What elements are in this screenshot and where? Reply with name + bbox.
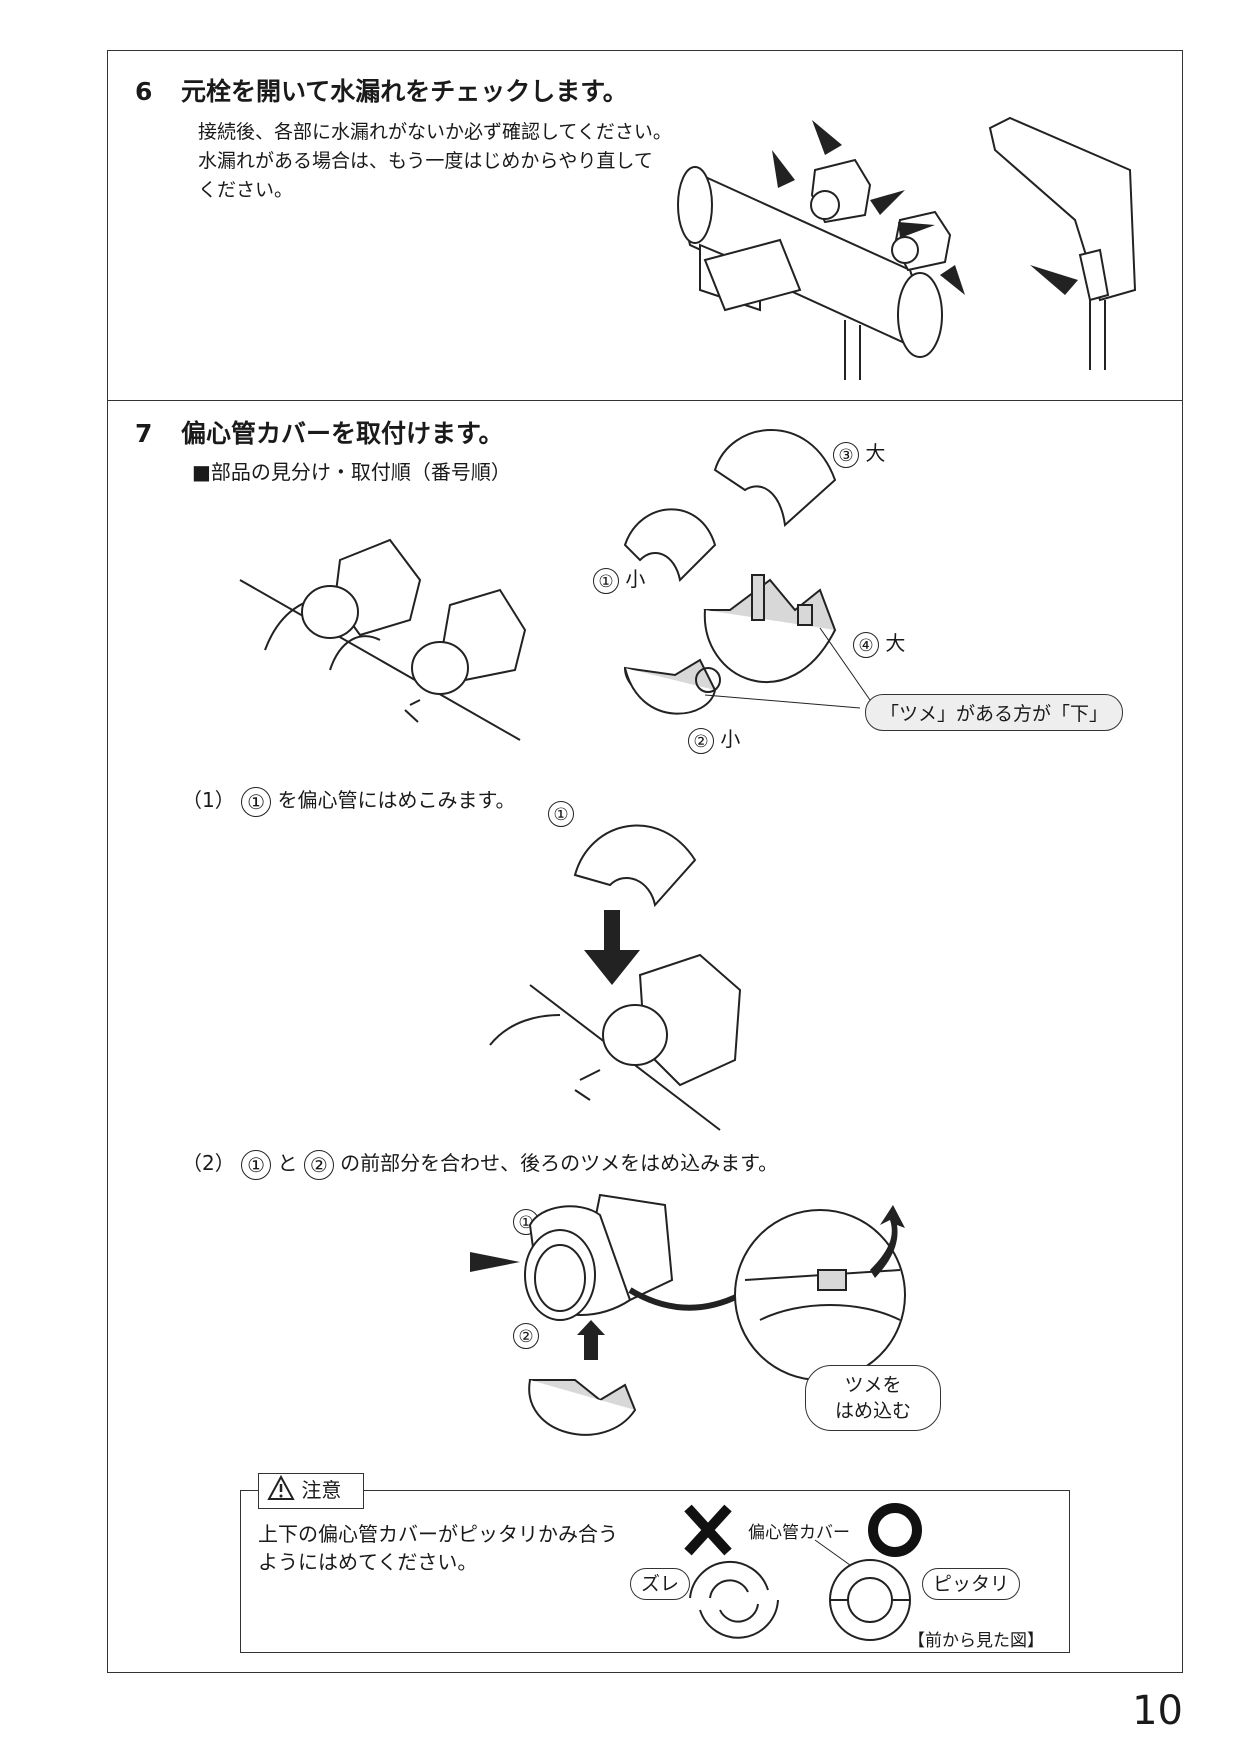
part-number: ④ — [853, 631, 879, 658]
caution-text-line: ようにはめてください。 — [258, 1550, 478, 1574]
caution-text-line: 上下の偏心管カバーがピッタリかみ合う — [258, 1522, 618, 1546]
step6-title: 6 元栓を開いて水漏れをチェックします。 — [135, 72, 628, 108]
substep2-text: （2） ① と ② の前部分を合わせ、後ろのツメをはめ込みます。 — [182, 1147, 778, 1180]
part-size: 小 — [720, 727, 741, 751]
cover-part-label: 偏心管カバー — [748, 1523, 850, 1543]
part-size: 大 — [885, 631, 906, 655]
substep1-fig-label-wrap: ① — [548, 800, 574, 827]
part-label-3: ③ 大 — [833, 437, 885, 468]
step7-title-text: 偏心管カバーを取付けます。 — [181, 419, 504, 448]
substep2-fig-label-a-wrap: ① — [513, 1208, 539, 1235]
tab-insert-line: はめ込む — [834, 1400, 911, 1422]
substep2-number-b: ② — [303, 1149, 334, 1180]
misaligned-label: ズレ — [630, 1568, 691, 1600]
caution-tag-text: 注意 — [301, 1478, 342, 1502]
substep2-mid: と — [277, 1151, 298, 1175]
step6-body-line: 接続後、各部に水漏れがないか必ず確認してください。 — [198, 121, 672, 143]
substep2-instruction: の前部分を合わせ、後ろのツメをはめ込みます。 — [340, 1151, 779, 1175]
step6-title-text: 元栓を開いて水漏れをチェックします。 — [181, 77, 628, 106]
tab-direction-callout: 「ツメ」がある方が「下」 — [865, 694, 1124, 731]
page-number: 10 — [1132, 1688, 1183, 1734]
part-number: ③ — [833, 441, 859, 468]
step6-body: 接続後、各部に水漏れがないか必ず確認してください。 水漏れがある場合は、もう一度… — [198, 118, 672, 205]
part-label-1: ① 小 — [593, 563, 645, 594]
part-number: ② — [688, 727, 714, 754]
warning-triangle-icon — [267, 1474, 295, 1500]
substep2-number-a: ① — [241, 1149, 272, 1180]
tab-insert-callout: ツメを はめ込む — [805, 1365, 941, 1431]
step6-body-line: ください。 — [198, 179, 294, 201]
step7-title: 7 偏心管カバーを取付けます。 — [135, 414, 504, 450]
front-view-label: 【前から見た図】 — [908, 1631, 1044, 1651]
page-frame — [107, 50, 1183, 1673]
caution-box — [240, 1490, 1070, 1653]
substep2-fig-label-a: ① — [513, 1208, 539, 1235]
substep1-text: （1） ① を偏心管にはめこみます。 — [182, 784, 515, 817]
step7-number: 7 — [135, 419, 153, 448]
part-label-2: ② 小 — [688, 723, 740, 754]
section-divider — [107, 400, 1183, 401]
substep2-fig-label-b-wrap: ② — [513, 1322, 539, 1349]
step6-number: 6 — [135, 77, 153, 106]
substep1-prefix: （1） — [182, 788, 235, 812]
step7-subheading: ■部品の見分け・取付順（番号順） — [192, 460, 511, 484]
part-number: ① — [593, 567, 619, 594]
part-label-4: ④ 大 — [853, 627, 905, 658]
aligned-label: ピッタリ — [922, 1568, 1021, 1600]
substep2-prefix: （2） — [182, 1151, 235, 1175]
substep1-instruction: を偏心管にはめこみます。 — [277, 788, 516, 812]
caution-text: 上下の偏心管カバーがピッタリかみ合う ようにはめてください。 — [258, 1520, 618, 1576]
part-size: 小 — [625, 567, 646, 591]
tab-insert-line: ツメを — [844, 1374, 902, 1396]
substep1-fig-label: ① — [548, 800, 574, 827]
part-size: 大 — [865, 441, 886, 465]
step6-body-line: 水漏れがある場合は、もう一度はじめからやり直して — [198, 150, 653, 172]
caution-tag: 注意 — [258, 1473, 364, 1509]
substep1-number: ① — [241, 786, 272, 817]
substep2-fig-label-b: ② — [513, 1322, 539, 1349]
